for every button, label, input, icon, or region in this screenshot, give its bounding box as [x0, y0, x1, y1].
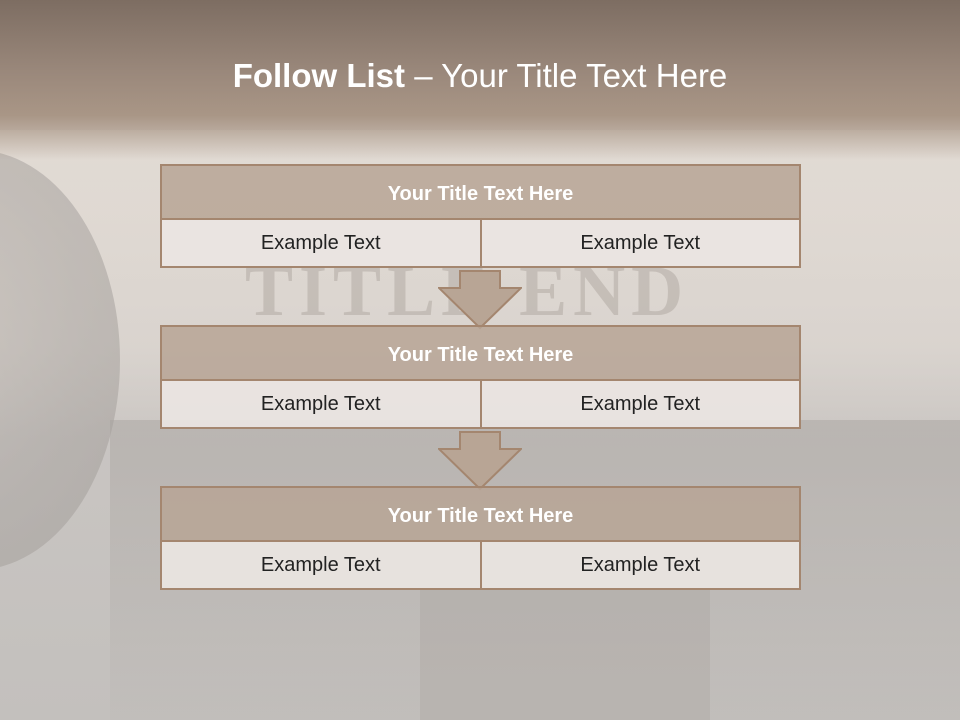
- step-header-2: Your Title Text Here: [160, 325, 801, 381]
- step-row-1: Example Text Example Text: [160, 218, 801, 268]
- background-typewriter-block: [420, 590, 710, 720]
- title-band: [0, 0, 960, 160]
- page-title: Follow List – Your Title Text Here: [0, 55, 960, 97]
- step-box-2: Your Title Text Here Example Text Exampl…: [160, 325, 801, 429]
- step-cell-3-right: Example Text: [479, 540, 801, 590]
- step-cell-1-right: Example Text: [479, 218, 801, 268]
- step-cell-2-left: Example Text: [160, 379, 482, 429]
- step-header-3: Your Title Text Here: [160, 486, 801, 542]
- page-title-bold: Follow List: [232, 57, 406, 94]
- step-row-2: Example Text Example Text: [160, 379, 801, 429]
- step-cell-3-left: Example Text: [160, 540, 482, 590]
- step-row-3: Example Text Example Text: [160, 540, 801, 590]
- step-cell-1-left: Example Text: [160, 218, 482, 268]
- page-title-rest: – Your Title Text Here: [405, 57, 728, 94]
- step-box-3: Your Title Text Here Example Text Exampl…: [160, 486, 801, 590]
- step-box-1: Your Title Text Here Example Text Exampl…: [160, 164, 801, 268]
- step-cell-2-right: Example Text: [479, 379, 801, 429]
- step-header-1: Your Title Text Here: [160, 164, 801, 220]
- down-arrow-icon: [438, 270, 522, 330]
- down-arrow-icon: [438, 431, 522, 491]
